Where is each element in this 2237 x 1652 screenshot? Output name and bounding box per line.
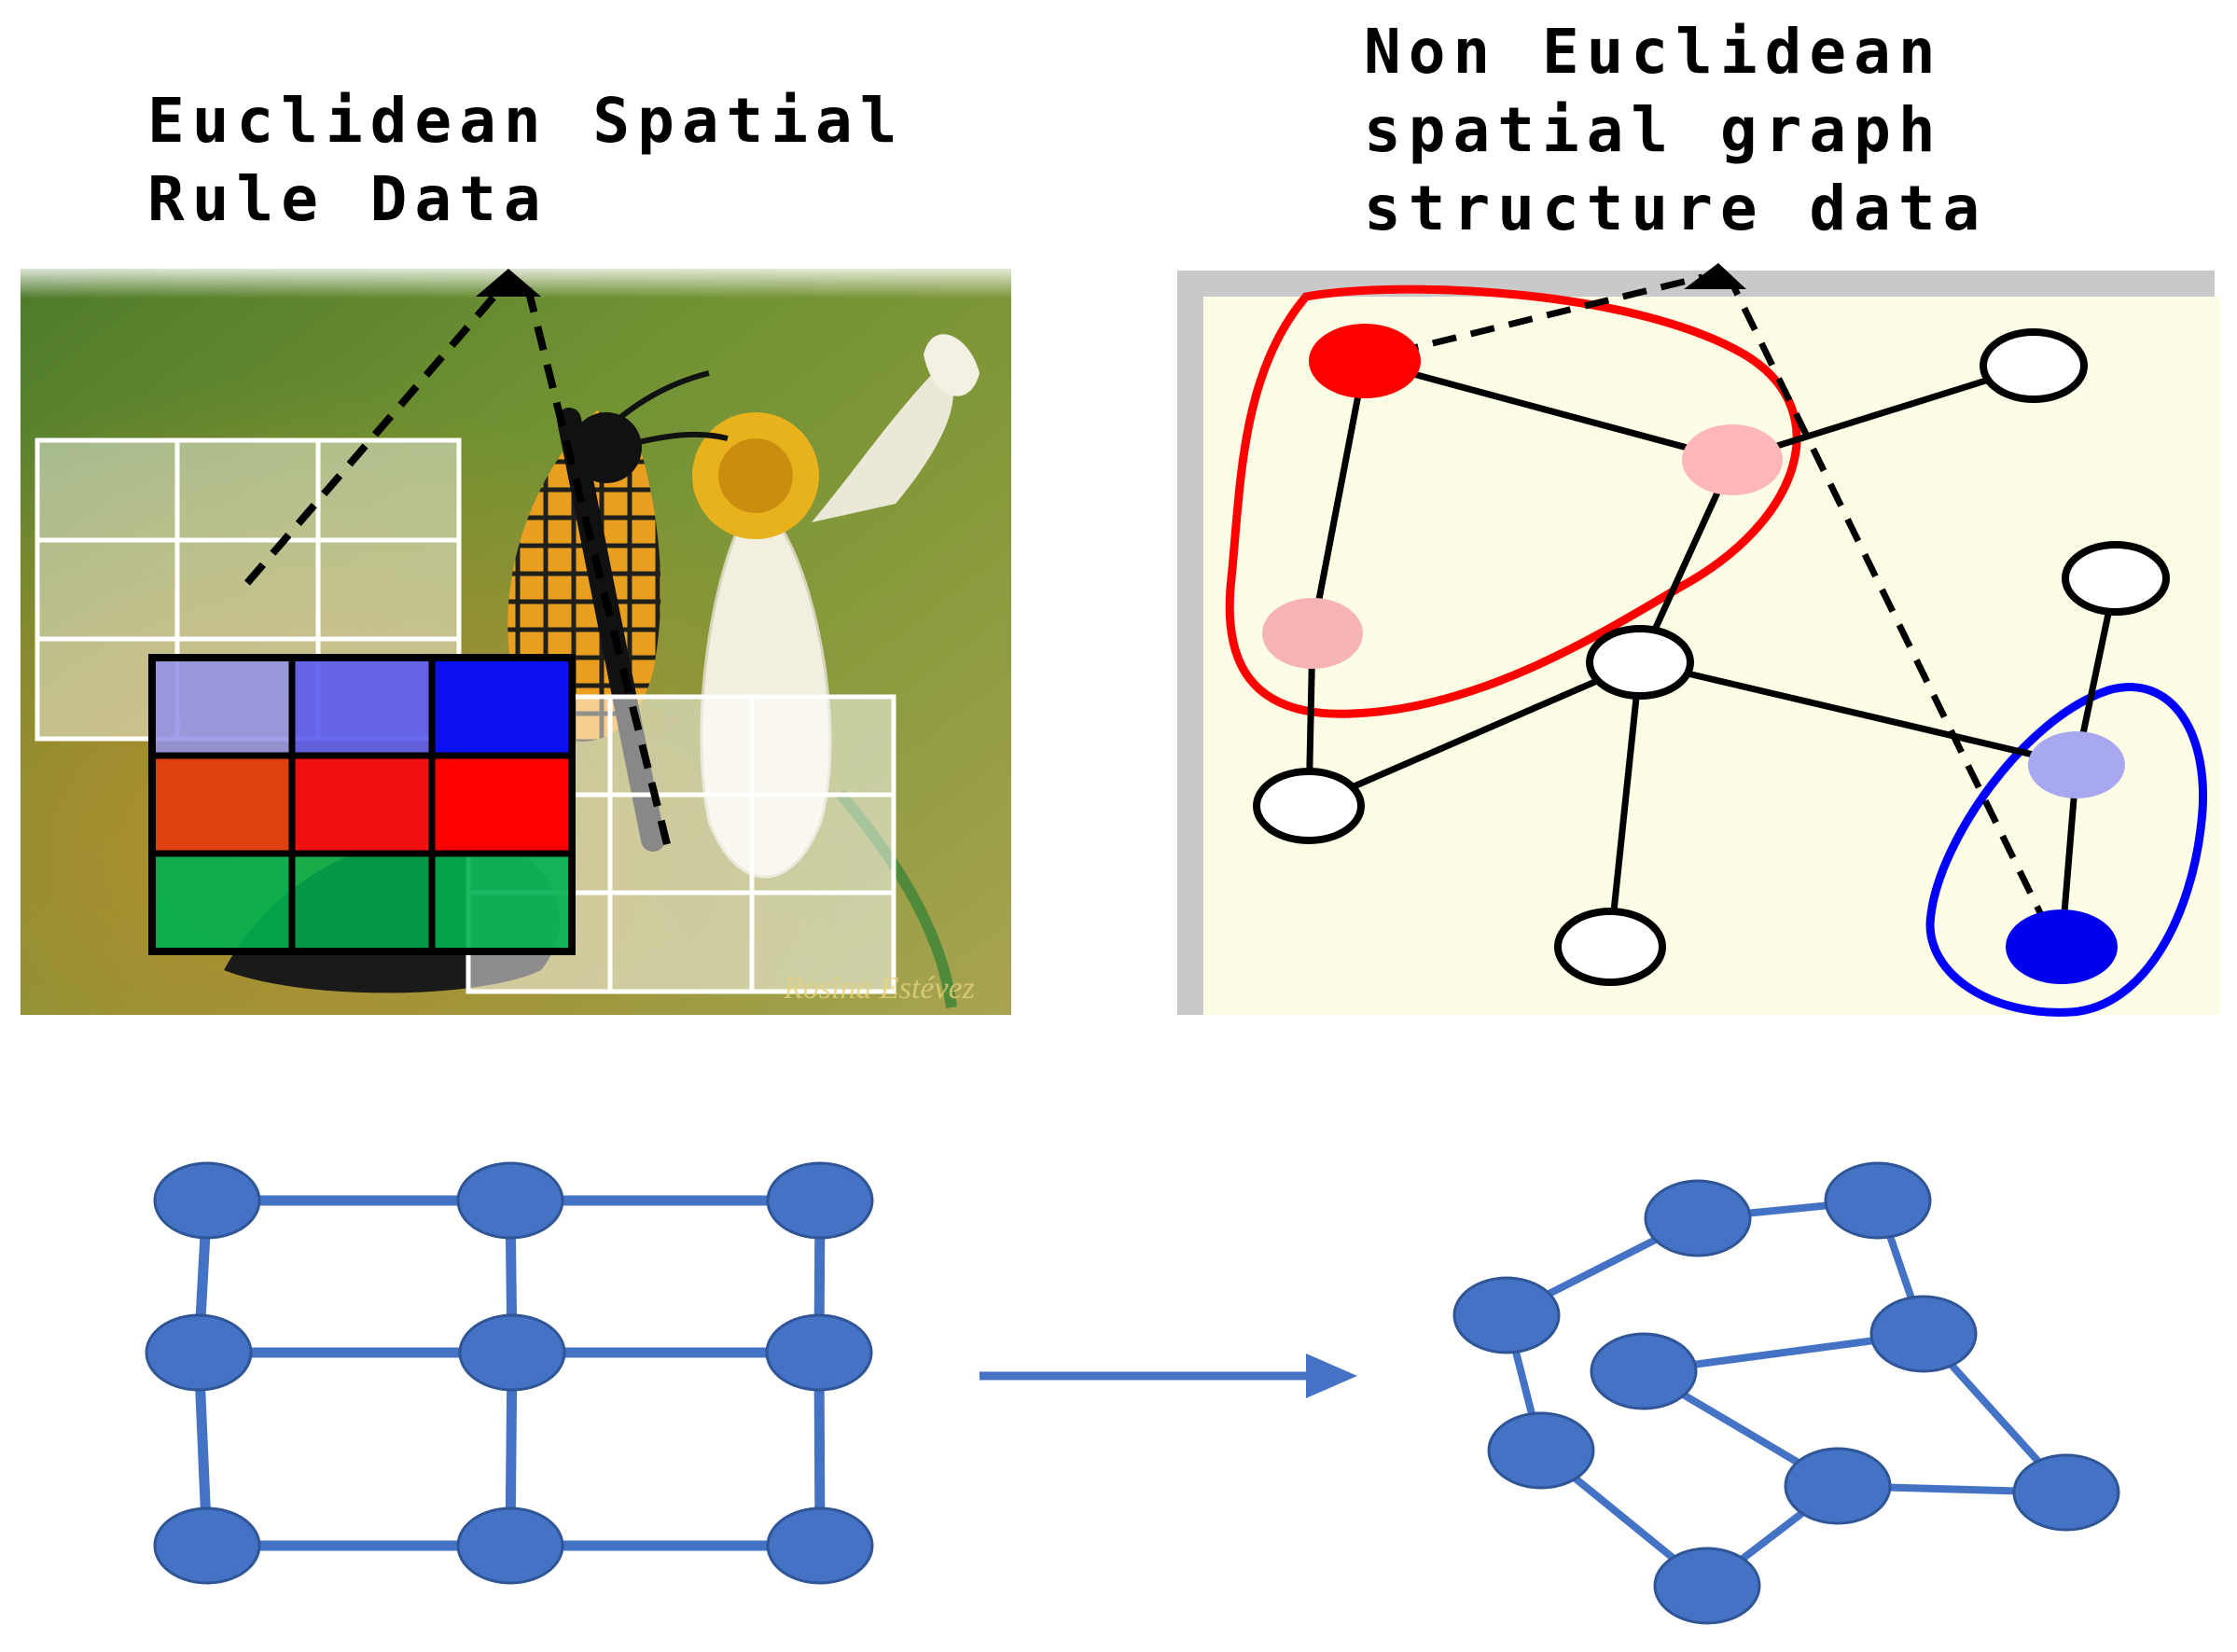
- non-euclidean-title: Non Euclidean spatial graph structure da…: [1364, 13, 1987, 248]
- irregular-graph-edges: [1503, 1197, 2069, 1590]
- irregular-graph-nodes: [1452, 1161, 2120, 1625]
- graph-node-pink-1: [1682, 424, 1783, 495]
- irregular-node: [1653, 1547, 1761, 1625]
- graph-node-white-1: [1980, 328, 2088, 403]
- grid-node: [456, 1161, 564, 1240]
- irregular-node: [1487, 1411, 1595, 1490]
- graph-node-pink-2: [1262, 598, 1363, 669]
- dashed-arrow-right-1: [1394, 273, 1703, 356]
- graph-node-white-5: [2062, 541, 2170, 616]
- euclidean-photo-panel: Rosina Estévez: [21, 261, 1011, 1015]
- grid-graph-nodes: [145, 1161, 874, 1585]
- dashed-arrow-left-2: [523, 284, 671, 845]
- grid-node: [458, 1313, 566, 1392]
- graph-node-red: [1309, 324, 1421, 398]
- graph-node-white-2: [1586, 625, 1694, 700]
- irregular-node: [1824, 1161, 1932, 1240]
- graph-structure-panel: [1177, 263, 2220, 1017]
- arrowhead-left: [476, 269, 541, 297]
- regular-grid-graph: [145, 1161, 874, 1585]
- grid-node: [153, 1506, 261, 1585]
- irregular-node: [1869, 1295, 1978, 1373]
- non-euclidean-title-line3: structure data: [1364, 173, 1988, 244]
- watermark: Rosina Estévez: [783, 971, 975, 1006]
- graph-node-white-4: [1554, 908, 1666, 986]
- euclidean-title: Euclidean Spatial Rule Data: [147, 82, 905, 239]
- graph-node-white-3: [1253, 768, 1365, 844]
- euclidean-title-line1: Euclidean Spatial: [147, 85, 905, 157]
- irregular-node: [1452, 1276, 1561, 1354]
- blue-region-outline: [1925, 683, 2207, 1017]
- grid-node: [153, 1161, 261, 1240]
- irregular-node: [1590, 1332, 1698, 1410]
- red-region-outline: [1225, 285, 1801, 718]
- graph-node-lavender: [2028, 731, 2125, 798]
- irregular-graph: [1452, 1161, 2120, 1625]
- dashed-arrow-right-2: [1727, 278, 2051, 930]
- non-euclidean-title-line2: spatial graph: [1364, 94, 1943, 166]
- graph-node-blue: [2006, 909, 2118, 984]
- irregular-node: [1784, 1447, 1892, 1525]
- rgb-kernel-grid: [148, 654, 576, 955]
- grid-node: [456, 1506, 564, 1585]
- grid-node: [765, 1313, 873, 1392]
- dashed-arrow-left-1: [243, 277, 512, 586]
- arrowhead-right: [1684, 263, 1746, 289]
- euclidean-title-line2: Rule Data: [147, 163, 549, 235]
- irregular-node: [2012, 1453, 2120, 1532]
- non-euclidean-title-line1: Non Euclidean: [1364, 16, 1943, 88]
- grid-node: [766, 1506, 874, 1585]
- grid-node: [766, 1161, 874, 1240]
- irregular-node: [1644, 1179, 1752, 1257]
- right-arrow-icon: [980, 1354, 1357, 1398]
- grid-node: [145, 1313, 253, 1392]
